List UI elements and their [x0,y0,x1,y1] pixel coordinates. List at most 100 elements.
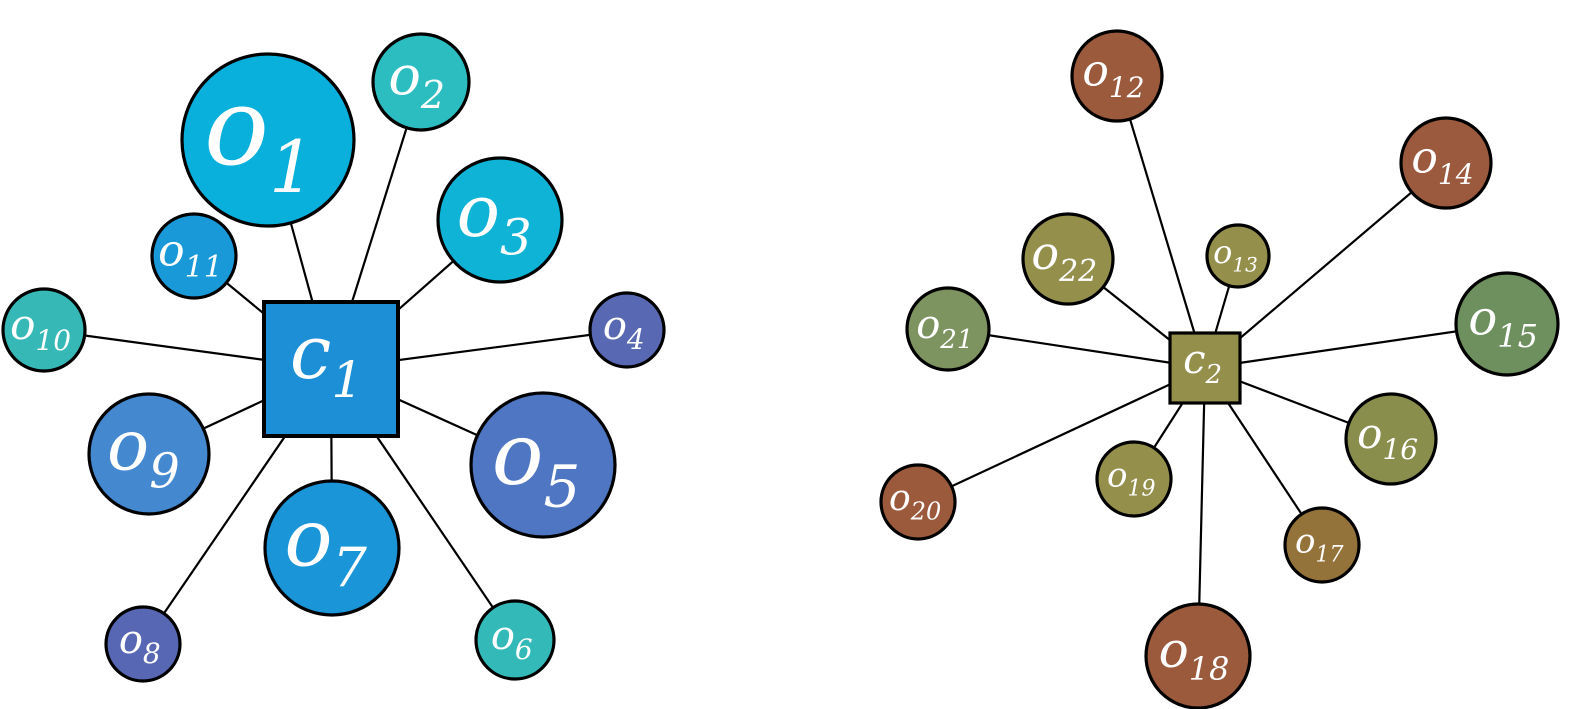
node-o8-label: o8 [119,617,161,670]
node-o14-circle [1399,116,1493,210]
node-o11-label-subscript: 11 [185,250,223,285]
edge-c2-o14 [1204,162,1447,369]
node-o19-label: o19 [1107,455,1155,501]
node-o14-label-subscript: 14 [1438,158,1474,191]
node-o1: o1 [180,52,356,228]
node-o1-label-subscript: 1 [269,125,315,209]
node-o18: o18 [1144,602,1252,709]
node-o6-label-letter: o [491,613,515,659]
node-o2-circle [371,32,471,132]
node-o7-label: o7 [284,492,367,600]
hub-c1-label-subscript: 1 [331,351,363,409]
node-o13-label-letter: o [1213,233,1232,271]
node-o10-label-subscript: 10 [35,324,71,357]
node-o13: o13 [1205,223,1271,289]
node-o17-label: o17 [1295,521,1343,567]
node-o22-circle [1021,212,1115,306]
node-o21-label: o21 [916,302,973,355]
node-o6-label-subscript: 6 [515,633,533,666]
node-o5-circle [469,391,617,539]
edge-c2-o12 [1115,75,1207,369]
node-o16: o16 [1344,392,1438,486]
hub-c1-label-letter: c [290,310,331,396]
node-o15-label-letter: o [1468,291,1497,347]
node-o8-circle [104,605,182,683]
node-o19-label-subscript: 19 [1128,476,1156,501]
node-o10-circle [1,287,87,373]
node-o16-circle [1344,392,1438,486]
node-o14: o14 [1399,116,1493,210]
node-o6-label: o6 [491,613,533,666]
hub-c2-square [1168,331,1242,405]
node-o3-label-letter: o [457,169,500,253]
node-o1-label: o1 [204,65,315,209]
node-o15-label-subscript: 15 [1497,317,1538,355]
node-o9: o9 [87,392,211,516]
node-o3-label-subscript: 3 [500,209,532,267]
hub-c2-label: c2 [1183,337,1222,390]
node-o12-label: o12 [1082,46,1144,104]
node-o8-label-letter: o [119,617,143,663]
node-o3-circle [436,156,564,284]
node-o9-label-subscript: 9 [149,444,180,500]
node-o22-label-letter: o [1031,226,1059,280]
node-o3: o3 [436,156,564,284]
node-o15: o15 [1454,271,1560,377]
hub-c2: c2 [1168,331,1242,405]
hub-c2-label-letter: c [1183,337,1205,383]
node-o15-circle [1454,271,1560,377]
node-o2: o2 [371,32,471,132]
node-o17-circle [1283,506,1361,584]
node-o18-label-subscript: 18 [1189,650,1230,688]
node-o4-label-subscript: 4 [626,323,645,356]
node-o13-label-subscript: 13 [1232,252,1257,276]
hub-c1-square [262,300,400,438]
node-o21-circle [905,286,991,372]
node-o4-circle [588,291,666,369]
node-o11-circle [150,212,238,300]
node-o14-label: o14 [1411,133,1473,191]
node-o1-circle [180,52,356,228]
node-o11-label-letter: o [158,226,185,277]
node-o17-label-subscript: 17 [1316,542,1344,567]
hub-c1: c1 [262,300,400,438]
node-o22-label: o22 [1031,226,1097,289]
node-o7: o7 [263,479,401,617]
node-o7-label-letter: o [284,492,332,585]
node-o4-label-letter: o [603,303,627,349]
node-o19-circle [1095,440,1173,518]
node-o22: o22 [1021,212,1115,306]
node-o6-circle [474,599,556,681]
node-o21-label-letter: o [916,302,940,348]
node-o16-label-subscript: 16 [1382,433,1418,466]
node-o12-label-letter: o [1082,46,1109,97]
node-o15-label: o15 [1468,291,1538,355]
node-o19: o19 [1095,440,1173,518]
node-o13-label: o13 [1213,233,1258,276]
node-o20-label-letter: o [889,478,911,519]
edge-c2-o20 [917,367,1206,503]
node-o5: o5 [469,391,617,539]
node-o17-label-letter: o [1295,521,1315,561]
node-o10-label-letter: o [10,300,35,349]
node-o6: o6 [474,599,556,681]
node-o18-label: o18 [1159,621,1230,688]
node-o5-label-letter: o [492,405,544,505]
node-o9-label-letter: o [107,404,149,486]
node-o19-label-letter: o [1107,455,1127,495]
node-o11-label: o11 [158,226,223,285]
node-o1-label-letter: o [204,65,269,190]
hub-c1-label: c1 [290,310,363,409]
node-o5-label: o5 [492,405,581,520]
node-o21: o21 [905,286,991,372]
node-o2-label-subscript: 2 [420,73,445,117]
node-o20: o20 [879,463,957,541]
node-o8-label-subscript: 8 [143,637,161,670]
node-o22-label-subscript: 22 [1058,254,1097,289]
node-o12-circle [1070,29,1164,123]
node-o13-circle [1205,223,1271,289]
node-o7-label-subscript: 7 [333,536,368,599]
node-o5-label-subscript: 5 [544,452,581,520]
node-o20-label: o20 [889,478,941,525]
